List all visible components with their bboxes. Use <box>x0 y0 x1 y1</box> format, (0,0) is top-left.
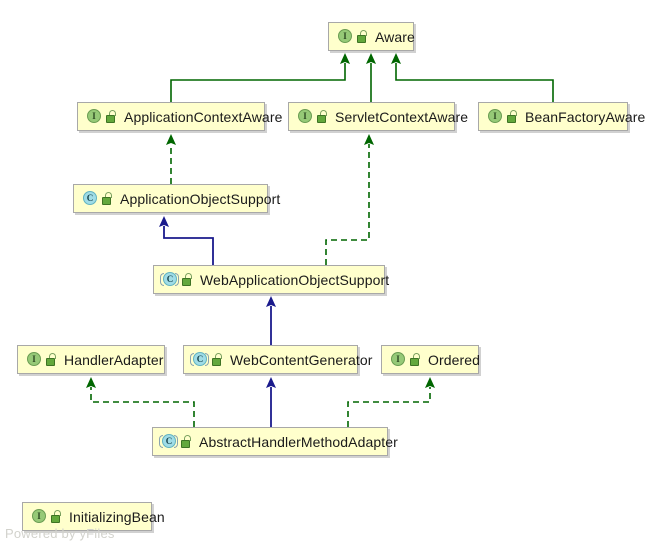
uml-node-beanfactoryaware[interactable]: I BeanFactoryAware <box>478 102 645 131</box>
uml-node-label: WebApplicationObjectSupport <box>200 271 390 288</box>
edge-beanfactoryaware-extends-aware <box>391 53 554 102</box>
class-icon: C <box>81 190 98 207</box>
uml-node-label: HandlerAdapter <box>64 351 164 368</box>
uml-node-applicationcontextaware[interactable]: I ApplicationContextAware <box>77 102 282 131</box>
interface-icon: I <box>486 108 503 125</box>
uml-node-abstracthandlermethodadapter[interactable]: C AbstractHandlerMethodAdapter <box>152 427 398 456</box>
uml-node-label: Ordered <box>428 351 481 368</box>
edge-webapplicationobjectsupport-implements-servletcontextaware <box>325 134 374 265</box>
abstract-class-icon: C <box>160 271 179 288</box>
uml-node-label: BeanFactoryAware <box>525 108 646 125</box>
public-lock-icon <box>181 272 194 287</box>
edge-webapplicationobjectsupport-inherits-applicationobjectsupport <box>159 216 214 265</box>
edge-applicationcontextaware-extends-aware <box>170 53 350 102</box>
uml-node-label: WebContentGenerator <box>230 351 373 368</box>
uml-node-label: ApplicationObjectSupport <box>120 190 281 207</box>
uml-node-initializingbean[interactable]: I InitializingBean <box>22 502 165 531</box>
interface-icon: I <box>25 351 42 368</box>
uml-node-webapplicationobjectsupport[interactable]: C WebApplicationObjectSupport <box>153 265 389 294</box>
interface-icon: I <box>85 108 102 125</box>
uml-node-label: ServletContextAware <box>335 108 469 125</box>
interface-icon: I <box>336 28 353 45</box>
uml-node-label: Aware <box>375 28 415 45</box>
abstract-class-icon: C <box>190 351 209 368</box>
uml-node-label: ApplicationContextAware <box>124 108 283 125</box>
public-lock-icon <box>50 509 63 524</box>
abstract-class-icon: C <box>159 433 178 450</box>
uml-node-label: InitializingBean <box>69 508 165 525</box>
public-lock-icon <box>211 352 224 367</box>
uml-node-handleradapter[interactable]: I HandlerAdapter <box>17 345 165 374</box>
public-lock-icon <box>101 191 114 206</box>
interface-icon: I <box>389 351 406 368</box>
public-lock-icon <box>105 109 118 124</box>
public-lock-icon <box>409 352 422 367</box>
yfiles-watermark: Powered by yFiles <box>5 526 115 541</box>
uml-node-applicationobjectsupport[interactable]: C ApplicationObjectSupport <box>73 184 280 213</box>
uml-node-ordered[interactable]: I Ordered <box>381 345 481 374</box>
uml-node-label: AbstractHandlerMethodAdapter <box>199 433 398 450</box>
public-lock-icon <box>356 29 369 44</box>
edge-abstracthandlermethodadapter-implements-handleradapter <box>86 377 195 427</box>
edge-abstracthandlermethodadapter-implements-ordered <box>347 377 435 427</box>
interface-icon: I <box>296 108 313 125</box>
public-lock-icon <box>316 109 329 124</box>
public-lock-icon <box>45 352 58 367</box>
uml-node-webcontentgenerator[interactable]: C WebContentGenerator <box>183 345 372 374</box>
uml-node-aware[interactable]: I Aware <box>328 22 415 51</box>
public-lock-icon <box>180 434 193 449</box>
uml-node-servletcontextaware[interactable]: I ServletContextAware <box>288 102 468 131</box>
interface-icon: I <box>30 508 47 525</box>
public-lock-icon <box>506 109 519 124</box>
